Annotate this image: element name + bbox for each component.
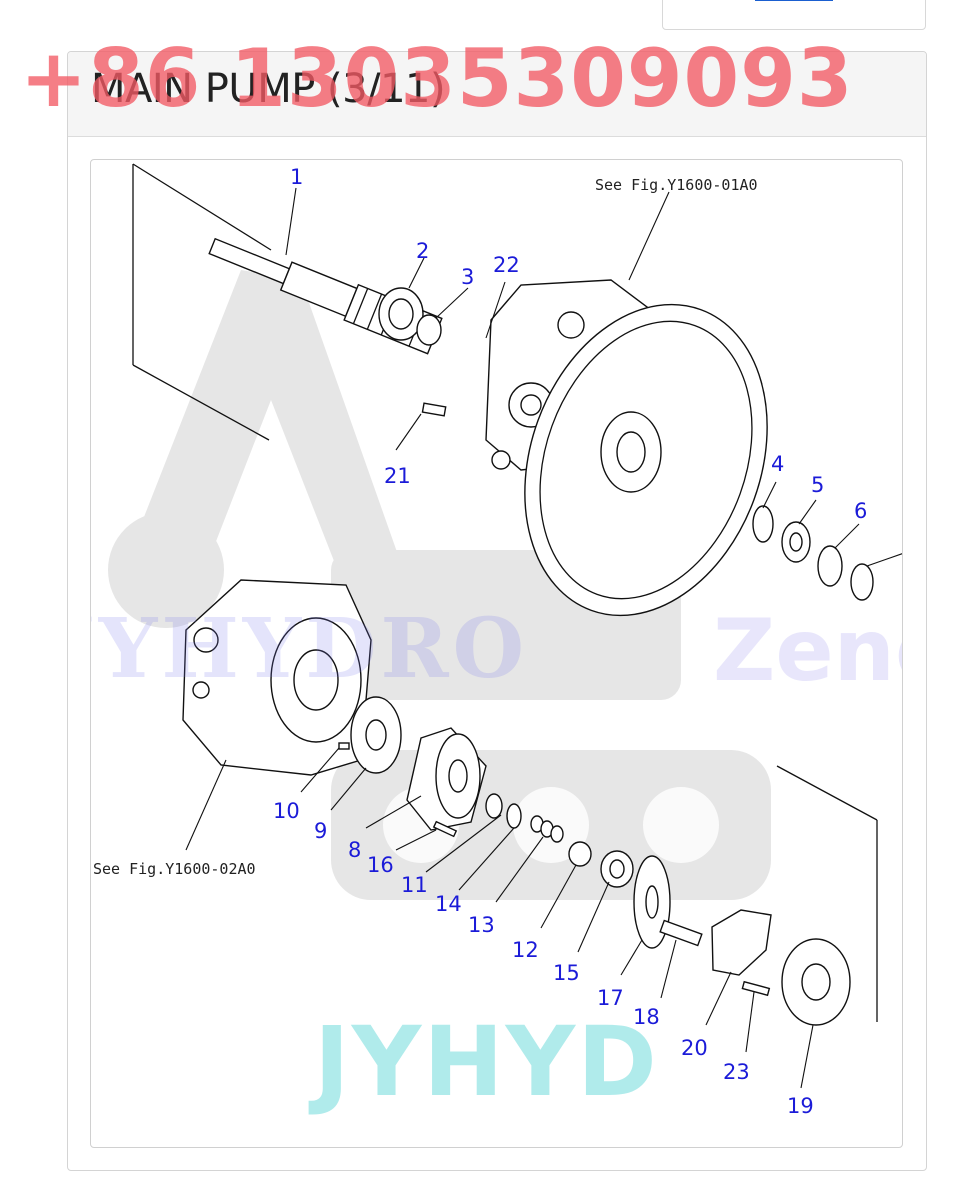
part-number-label: 16 bbox=[367, 853, 394, 877]
snap-ring-7-part bbox=[850, 563, 874, 601]
part-number-label: 12 bbox=[512, 938, 539, 962]
panel-header: MAIN PUMP (3/11) bbox=[68, 52, 926, 137]
reference-label-lower: See Fig.Y1600-02A0 bbox=[93, 860, 256, 878]
brand-watermark: JYHYD bbox=[314, 1006, 659, 1118]
spring-part bbox=[530, 815, 564, 843]
flange-part bbox=[524, 303, 768, 617]
ring-11-part bbox=[506, 803, 522, 829]
cylinder-block-part bbox=[406, 727, 487, 831]
part-number-label: 18 bbox=[633, 1005, 660, 1029]
part-number-label: 23 bbox=[723, 1060, 750, 1084]
lower-housing-part bbox=[182, 579, 372, 776]
bearing-small-part bbox=[781, 521, 811, 563]
part-number-label: 17 bbox=[597, 986, 624, 1010]
page-title: MAIN PUMP (3/11) bbox=[91, 66, 446, 112]
pin-16-part bbox=[432, 820, 458, 838]
leader-lines bbox=[185, 187, 902, 1089]
pin-part bbox=[421, 402, 447, 417]
part-number-label: 1 bbox=[290, 165, 303, 189]
part-number-label: 13 bbox=[468, 913, 495, 937]
part-number-label: 11 bbox=[401, 873, 428, 897]
part-number-label: 3 bbox=[461, 265, 474, 289]
part-number-label: 22 bbox=[493, 253, 520, 277]
retainer-plate-part bbox=[633, 855, 671, 949]
exploded-view-figure: See Fig.Y1600-01A0 See Fig.Y1600-02A0 1 … bbox=[90, 159, 903, 1148]
bolt-part bbox=[741, 980, 771, 997]
valve-plate-part bbox=[350, 696, 402, 774]
part-number-label: 15 bbox=[553, 961, 580, 985]
part-number-label: 21 bbox=[384, 464, 411, 488]
part-number-label: 9 bbox=[314, 819, 327, 843]
pin-10-part bbox=[338, 742, 350, 750]
part-number-label: 14 bbox=[435, 892, 462, 916]
part-number-label: 20 bbox=[681, 1036, 708, 1060]
top-link[interactable] bbox=[755, 0, 833, 1]
zeng-watermark: Zeng bbox=[713, 601, 902, 701]
reference-label-upper: See Fig.Y1600-01A0 bbox=[595, 176, 758, 194]
ring-14-part bbox=[485, 793, 503, 819]
part-number-label: 4 bbox=[771, 452, 784, 476]
part-number-label: 6 bbox=[854, 499, 867, 523]
part-number-label: 2 bbox=[416, 239, 429, 263]
top-widget bbox=[662, 0, 926, 30]
bushing-part bbox=[568, 841, 592, 867]
piston-part bbox=[659, 919, 703, 947]
swash-plate-part bbox=[711, 909, 772, 976]
cradle-part bbox=[781, 938, 851, 1026]
spacer-part bbox=[600, 850, 634, 888]
bearing-part bbox=[378, 287, 424, 341]
snap-ring-part bbox=[752, 505, 774, 543]
ring-part bbox=[416, 314, 442, 346]
exploded-view-drawing: See Fig.Y1600-01A0 See Fig.Y1600-02A0 1 … bbox=[93, 163, 902, 1118]
part-number-label: 8 bbox=[348, 838, 361, 862]
ring-6-part bbox=[817, 545, 843, 587]
part-number-label: 10 bbox=[273, 799, 300, 823]
part-number-label: 19 bbox=[787, 1094, 814, 1118]
part-number-label: 5 bbox=[811, 473, 824, 497]
company-watermark: JYHYDRO bbox=[90, 601, 529, 697]
phone-watermark: +86 13035309093 bbox=[20, 32, 854, 125]
